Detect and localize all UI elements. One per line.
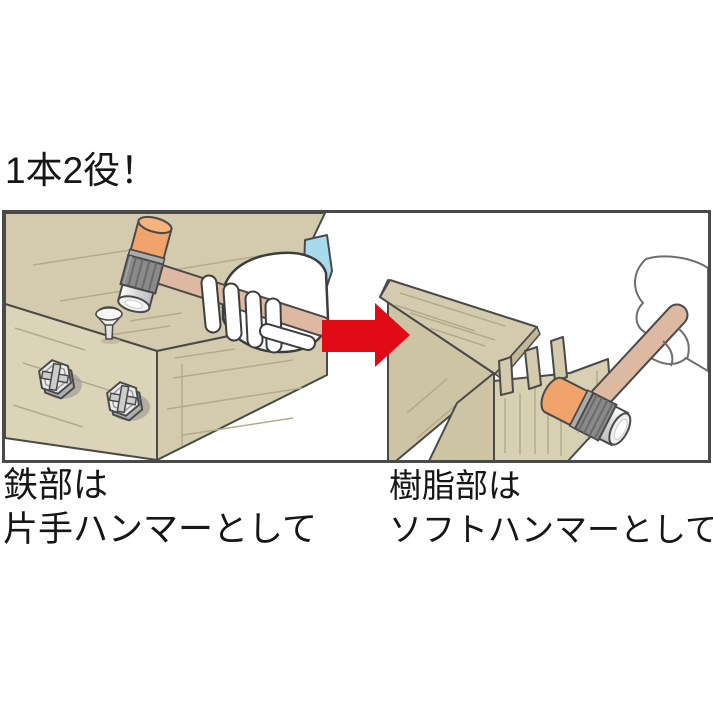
hand-finger-lines	[662, 328, 690, 367]
caption-right-line1: 樹脂部は	[389, 467, 521, 504]
heading-text: 1本2役！	[5, 150, 158, 191]
hammer-head-iron-face	[117, 215, 173, 314]
joint-board-b	[428, 336, 613, 460]
right-arrow-icon	[322, 303, 410, 367]
caption-right-line2: ソフトハンマーとして	[389, 511, 713, 548]
caption-left-line1: 鉄部は	[3, 466, 109, 505]
hex-bolt	[37, 359, 82, 400]
illustration-panel	[2, 210, 711, 463]
hammer-head-resin-face	[540, 376, 632, 447]
pin-nail	[95, 306, 123, 344]
glove-fingers	[200, 274, 316, 354]
caption-right: 樹脂部は ソフトハンマーとして	[389, 464, 713, 552]
caption-left: 鉄部は 片手ハンマーとして	[3, 464, 317, 552]
right-scene	[379, 255, 708, 460]
illustration-svg	[5, 213, 708, 460]
soft-hammer-handle	[589, 303, 689, 409]
caption-left-line2: 片手ハンマーとして	[3, 510, 317, 549]
hex-bolt	[105, 381, 150, 422]
left-scene	[5, 213, 333, 460]
